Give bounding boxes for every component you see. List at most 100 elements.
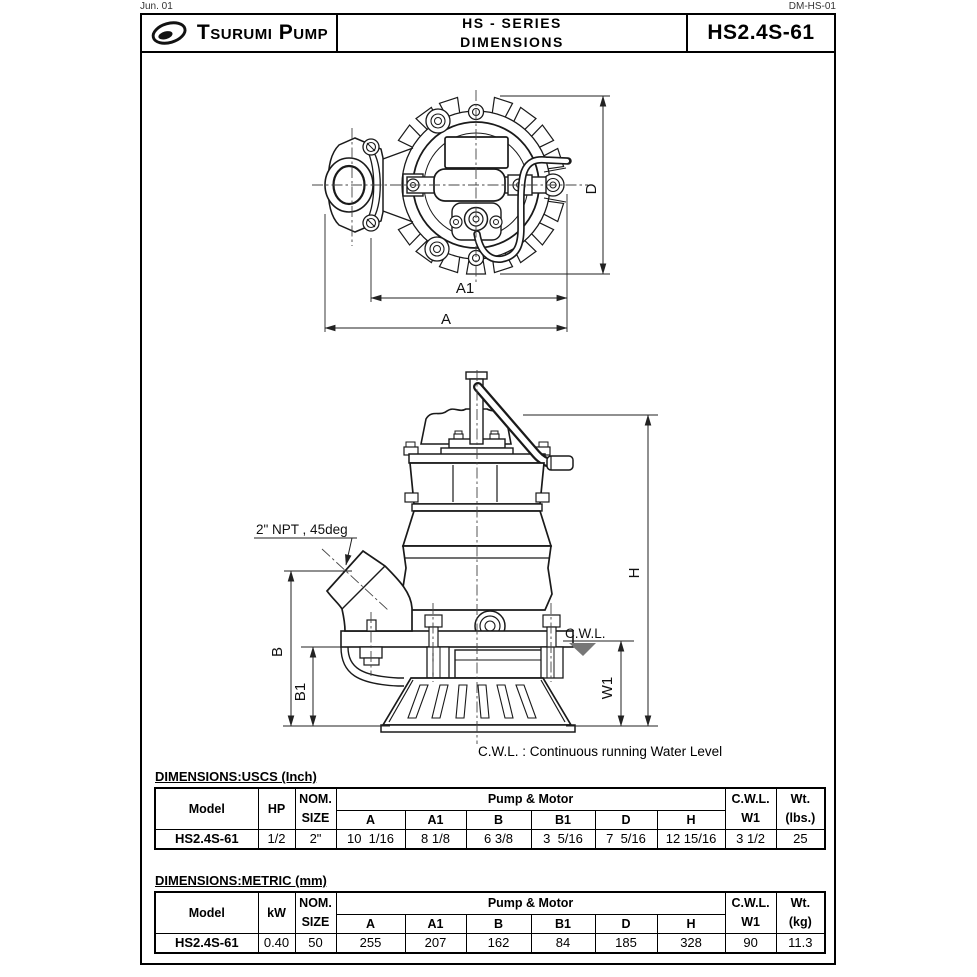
- metric-value-b: 162: [465, 932, 532, 954]
- tsurumi-logo-icon: [151, 21, 187, 45]
- uscs-value-h: 12 15/16: [656, 828, 726, 850]
- metric-col-b: B: [465, 913, 532, 934]
- uscs-header-wt: Wt. (lbs.): [775, 787, 826, 830]
- revision-date: Jun. 01: [140, 1, 173, 12]
- top-view-dimensions: D A1 A: [324, 95, 610, 332]
- metric-value-kw: 0.40: [257, 932, 296, 954]
- metric-header-wt-unit: (kg): [788, 914, 812, 929]
- metric-header-w1: W1: [741, 914, 760, 929]
- uscs-header-cwl-w1: C.W.L. W1: [724, 787, 777, 830]
- uscs-value-b: 6 3/8: [465, 828, 532, 850]
- model-number: HS2.4S-61: [707, 21, 815, 44]
- mounting-lugs: [424, 108, 567, 262]
- metric-value-b1: 84: [530, 932, 596, 954]
- brand-cell: Tsurumi Pump: [142, 15, 338, 51]
- metric-header-nom-size: NOM. SIZE: [294, 891, 337, 934]
- discharge-port-top: [324, 137, 414, 233]
- metric-value-a: 255: [335, 932, 406, 954]
- metric-header-size: SIZE: [301, 914, 330, 929]
- dim-label-h: H: [626, 568, 643, 579]
- metric-header-kw: kW: [257, 891, 296, 934]
- uscs-value-a: 10 1/16: [335, 828, 406, 850]
- metric-col-a1: A1: [404, 913, 467, 934]
- uscs-table-title: DIMENSIONS:USCS (Inch): [155, 769, 317, 784]
- uscs-header-w1: W1: [741, 810, 760, 825]
- series-title: HS - SERIES: [462, 15, 562, 32]
- pump-dimension-drawing: D A1 A: [254, 90, 658, 744]
- sheet-subtitle: DIMENSIONS: [460, 34, 564, 50]
- metric-table-title: DIMENSIONS:METRIC (mm): [155, 873, 327, 888]
- uscs-data-row: HS2.4S-61 1/2 2" 10 1/16 8 1/8 6 3/8 3 5…: [154, 828, 826, 850]
- uscs-col-a1: A1: [404, 809, 467, 830]
- uscs-col-h: H: [656, 809, 726, 830]
- uscs-col-d: D: [594, 809, 658, 830]
- sheet-title: HS - SERIES DIMENSIONS: [338, 15, 688, 51]
- pump-side-view: H B B1 W1 C.W.L. 2" NPT , 45deg: [254, 370, 658, 744]
- uscs-table-block: DIMENSIONS:USCS (Inch) Model HP NOM. SIZ…: [154, 769, 827, 850]
- cable-gland: [449, 202, 503, 241]
- uscs-value-d: 7 5/16: [594, 828, 658, 850]
- water-level-symbol: [569, 643, 596, 656]
- metric-value-size: 50: [294, 932, 337, 954]
- uscs-value-a1: 8 1/8: [404, 828, 467, 850]
- dim-label-a1: A1: [456, 280, 474, 297]
- uscs-header-wt-label: Wt.: [790, 791, 811, 806]
- metric-col-a: A: [335, 913, 406, 934]
- uscs-header-cwl: C.W.L.: [731, 791, 770, 806]
- pump-top-view: D A1 A: [312, 90, 610, 332]
- uscs-col-a: A: [335, 809, 406, 830]
- side-view-dimensions: H B B1 W1 C.W.L. 2" NPT , 45deg: [254, 414, 658, 727]
- dim-label-b: B: [269, 647, 286, 657]
- title-block: Tsurumi Pump HS - SERIES DIMENSIONS HS2.…: [140, 13, 836, 53]
- metric-header-nom: NOM.: [299, 895, 332, 910]
- strainer-base: [380, 677, 576, 733]
- nameplate: [444, 136, 509, 169]
- metric-header-wt-label: Wt.: [790, 895, 811, 910]
- uscs-header-wt-unit: (lbs.): [785, 810, 816, 825]
- uscs-header-nom-size: NOM. SIZE: [294, 787, 337, 830]
- cwl-label: C.W.L.: [565, 626, 606, 641]
- metric-header-cwl-w1: C.W.L. W1: [724, 891, 777, 934]
- uscs-header-model: Model: [154, 787, 259, 830]
- metric-value-d: 185: [594, 932, 658, 954]
- dim-label-d: D: [583, 183, 600, 194]
- doc-number: DM-HS-01: [788, 1, 836, 12]
- cwl-footnote: C.W.L. : Continuous running Water Level: [478, 744, 723, 759]
- metric-table-block: DIMENSIONS:METRIC (mm) Model kW NOM. SIZ…: [154, 873, 827, 954]
- npt-note: 2" NPT , 45deg: [256, 522, 348, 537]
- metric-col-b1: B1: [530, 913, 596, 934]
- metric-value-wt: 11.3: [775, 932, 826, 954]
- uscs-col-b: B: [465, 809, 532, 830]
- metric-header-pump-motor: Pump & Motor: [335, 891, 726, 915]
- dim-label-a: A: [441, 311, 451, 328]
- uscs-value-w1: 3 1/2: [724, 828, 777, 850]
- uscs-header-hp: HP: [257, 787, 296, 830]
- power-cable: [473, 156, 572, 263]
- metric-value-model: HS2.4S-61: [154, 932, 259, 954]
- uscs-header-size: SIZE: [301, 810, 330, 825]
- uscs-header-nom: NOM.: [299, 791, 332, 806]
- metric-value-h: 328: [656, 932, 726, 954]
- uscs-value-b1: 3 5/16: [530, 828, 596, 850]
- dim-label-b1: B1: [292, 683, 309, 701]
- metric-col-h: H: [656, 913, 726, 934]
- uscs-col-b1: B1: [530, 809, 596, 830]
- metric-header-cwl: C.W.L.: [731, 895, 770, 910]
- uscs-header-pump-motor: Pump & Motor: [335, 787, 726, 811]
- metric-value-w1: 90: [724, 932, 777, 954]
- uscs-dimension-table: Model HP NOM. SIZE Pump & Motor C.W.L. W…: [154, 787, 827, 850]
- uscs-value-model: HS2.4S-61: [154, 828, 259, 850]
- metric-header-model: Model: [154, 891, 259, 934]
- uscs-value-hp: 1/2: [257, 828, 296, 850]
- uscs-value-size: 2": [294, 828, 337, 850]
- brand-name: Tsurumi Pump: [196, 21, 329, 44]
- dim-label-w1: W1: [599, 677, 616, 700]
- metric-data-row: HS2.4S-61 0.40 50 255 207 162 84 185 328…: [154, 932, 826, 954]
- drawing-area: D A1 A: [140, 53, 836, 965]
- metric-value-a1: 207: [404, 932, 467, 954]
- metric-dimension-table: Model kW NOM. SIZE Pump & Motor C.W.L. W…: [154, 891, 827, 954]
- metric-header-wt: Wt. (kg): [775, 891, 826, 934]
- carry-handle-side: [465, 371, 574, 471]
- metric-col-d: D: [594, 913, 658, 934]
